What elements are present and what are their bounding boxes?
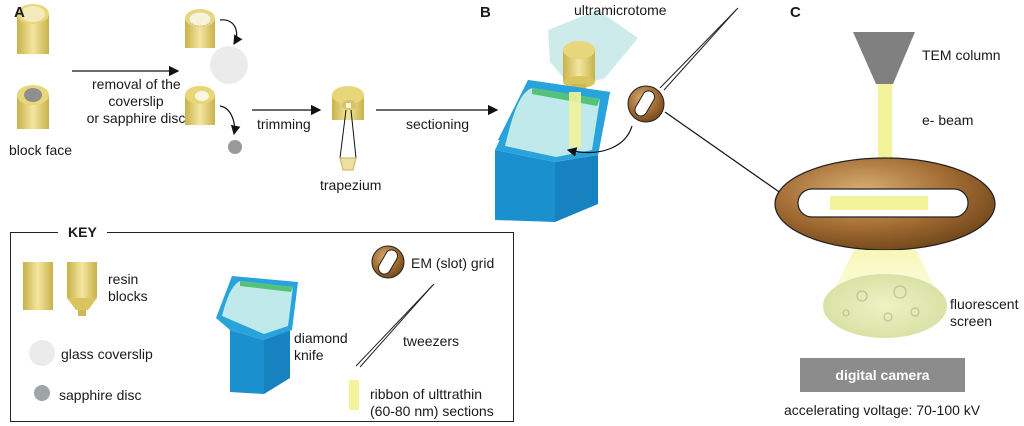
fluorescent-screen-shape <box>823 274 947 338</box>
sapphire-disc <box>228 140 242 154</box>
sectioning-label: sectioning <box>406 116 470 132</box>
glass-coverslip <box>210 46 248 84</box>
key-em-grid <box>371 245 405 279</box>
key-glass-coverslip <box>29 340 55 366</box>
tem-column-label: TEM column <box>922 47 1001 63</box>
fluorescent-label-line-1: fluorescent <box>950 296 1019 312</box>
diamond-knife-large <box>495 80 610 222</box>
key-diamond-label-1: diamond <box>294 330 348 346</box>
key-diamond-knife <box>216 276 298 394</box>
trapezium-shape <box>339 157 357 171</box>
key-box <box>10 232 514 422</box>
panel-label-a: A <box>14 4 25 21</box>
ultramicrotome-arm <box>548 10 638 94</box>
key-title: KEY <box>58 224 107 240</box>
digital-camera-box: digital camera <box>800 358 965 392</box>
curved-arrow-coverslip <box>219 19 243 46</box>
key-resin-label-1: resin <box>108 271 139 287</box>
key-ribbon-label-2: (60-80 nm) sections <box>370 403 494 419</box>
key-tweezers-label: tweezers <box>403 333 460 349</box>
section-ribbon-b <box>569 92 581 147</box>
trapezium-pointer-right <box>350 109 357 159</box>
tem-column-cone <box>853 32 915 84</box>
resin-block-with-disc <box>17 85 49 129</box>
resin-block-hole <box>185 86 215 125</box>
fluorescent-label-line-2: screen <box>950 313 993 329</box>
resin-block-textured <box>185 9 215 48</box>
trimmed-block <box>332 86 364 120</box>
panel-label-c: C <box>790 4 801 21</box>
key-ribbon <box>349 380 359 410</box>
removal-label-line-1: removal of the <box>92 76 181 92</box>
trapezium-label: trapezium <box>320 177 382 193</box>
removal-label-line-2: coverslip <box>108 93 164 109</box>
trapezium-pointer-left <box>339 109 347 159</box>
key-glass-coverslip-label: glass coverslip <box>61 346 153 362</box>
ultramicrotome-label: ultramicrotome <box>574 2 667 18</box>
tweezers-line-1 <box>659 7 739 89</box>
resin-block-intact <box>17 4 49 54</box>
panel-label-b: B <box>480 4 491 21</box>
curved-arrow-to-knife <box>566 125 633 157</box>
key-tweezers <box>355 283 435 368</box>
key-resin-block-2 <box>67 262 97 316</box>
key-resin-label-2: blocks <box>108 288 148 304</box>
key-resin-block-1 <box>23 262 53 310</box>
key-sapphire-disc <box>34 385 50 401</box>
e-beam-label: e- beam <box>922 112 974 128</box>
voltage-label: accelerating voltage: 70-100 kV <box>784 402 981 418</box>
removal-label-line-3: or sapphire disc <box>86 110 186 126</box>
key-diamond-label-2: knife <box>294 347 324 363</box>
digital-camera-label: digital camera <box>835 367 930 383</box>
em-grid-small <box>627 85 665 123</box>
tweezers-line-2 <box>663 9 737 91</box>
zoom-line <box>664 111 786 197</box>
trimming-label: trimming <box>257 116 311 132</box>
key-ribbon-label-1: ribbon of ulttrathin <box>370 386 483 402</box>
em-grid-large <box>774 157 996 251</box>
block-face-label: block face <box>9 142 73 158</box>
curved-arrow-sapphire <box>219 105 241 136</box>
key-em-grid-label: EM (slot) grid <box>411 255 495 271</box>
key-sapphire-disc-label: sapphire disc <box>59 387 142 403</box>
